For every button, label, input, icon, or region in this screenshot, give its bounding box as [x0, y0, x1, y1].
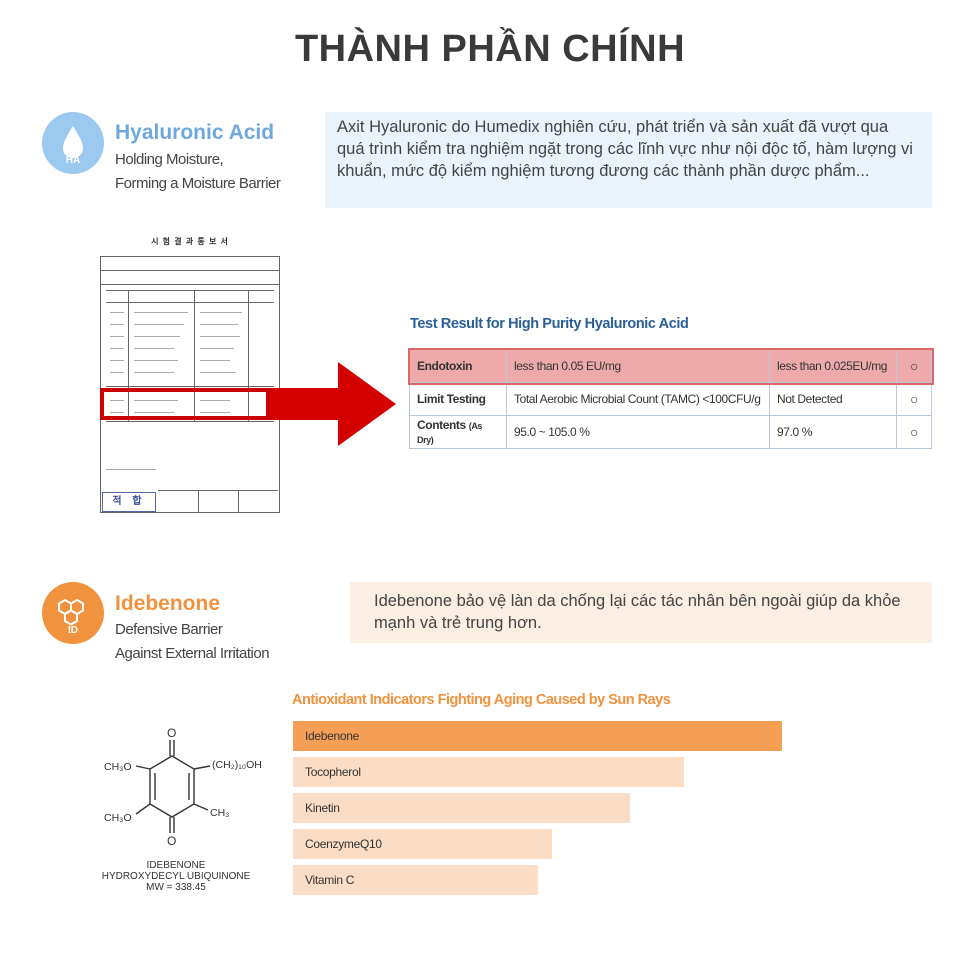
hexagon-molecule-icon: [58, 598, 84, 626]
approval-stamp: 적 합: [102, 492, 156, 512]
idebenone-structure: O O CH₃O CH₃O (CH₂)₁₀OH CH₃ IDEBENONE HY…: [96, 726, 262, 901]
row-result: less than 0.025EU/mg: [769, 349, 897, 383]
idebenone-name: Idebenone: [115, 592, 221, 615]
side-chain: (CH₂)₁₀OH: [212, 759, 262, 771]
caption-molecular-weight: MW = 338.45: [146, 882, 206, 893]
idebenone-badge-tag: ID: [68, 625, 78, 636]
chart-bar-coenzymeq10: CoenzymeQ10: [293, 829, 552, 859]
row-pass-mark: ○: [896, 415, 932, 449]
row-item: Contents: [417, 418, 466, 432]
row-pass-mark: ○: [896, 349, 932, 383]
oxygen-top: O: [167, 726, 177, 740]
row-result: Not Detected: [769, 382, 897, 416]
red-arrow-icon: [270, 362, 396, 446]
idebenone-subtitle-1: Defensive Barrier: [115, 621, 223, 638]
table-row: Limit Testing Total Aerobic Microbial Co…: [409, 382, 932, 416]
hyaluronic-subtitle-1: Holding Moisture,: [115, 151, 224, 168]
hyaluronic-badge-tag: HA: [65, 155, 81, 166]
table-row: Contents (As Dry) 95.0 ~ 105.0 % 97.0 % …: [409, 415, 932, 449]
idebenone-badge: ID: [42, 582, 104, 644]
hyaluronic-name: Hyaluronic Acid: [115, 121, 275, 144]
benzoquinone-ring-diagram: [135, 740, 211, 833]
idebenone-subtitle-2: Against External Irritation: [115, 645, 270, 662]
oxygen-bottom: O: [167, 834, 177, 848]
chart-bar-idebenone: Idebenone: [293, 721, 782, 751]
document-frame: [100, 256, 280, 513]
caption-full-name: HYDROXYDECYL UBIQUINONE: [101, 871, 251, 882]
test-report-document: 시 험 결 과 통 보 서 적 합: [98, 236, 282, 526]
row-pass-mark: ○: [896, 382, 932, 416]
chart-bar-label: Idebenone: [305, 729, 360, 743]
idebenone-description: Idebenone bảo vệ làn da chống lại các tá…: [350, 582, 932, 643]
chart-title: Antioxidant Indicators Fighting Aging Ca…: [292, 692, 671, 708]
chart-bar-label: CoenzymeQ10: [305, 837, 382, 851]
chart-bar-kinetin: Kinetin: [293, 793, 630, 823]
hyaluronic-badge: HA: [42, 112, 104, 174]
row-spec: 95.0 ~ 105.0 %: [506, 415, 770, 449]
methoxy-top: CH₃O: [104, 761, 132, 773]
page-title: THÀNH PHẦN CHÍNH: [294, 28, 686, 70]
document-highlight-box: [100, 388, 270, 420]
caption-name: IDEBENONE: [146, 860, 206, 871]
row-item: Limit Testing: [409, 382, 507, 416]
methoxy-bottom: CH₃O: [104, 812, 132, 824]
table-row: Endotoxin less than 0.05 EU/mg less than…: [407, 347, 934, 385]
row-item-note: (As Dry): [417, 421, 483, 445]
hyaluronic-subtitle-2: Forming a Moisture Barrier: [115, 175, 281, 192]
water-drop-icon: [63, 126, 83, 158]
chart-bar-label: Tocopherol: [305, 765, 361, 779]
row-item-cell: Contents (As Dry): [409, 415, 507, 449]
test-result-title: Test Result for High Purity Hyaluronic A…: [410, 316, 689, 332]
chart-bar-tocopherol: Tocopherol: [293, 757, 684, 787]
methyl-group: CH₃: [210, 807, 230, 819]
row-spec: Total Aerobic Microbial Count (TAMC) <10…: [506, 382, 770, 416]
test-result-table: Endotoxin less than 0.05 EU/mg less than…: [407, 347, 934, 449]
structure-caption: IDEBENONE HYDROXYDECYL UBIQUINONE MW = 3…: [96, 860, 256, 893]
chart-bar-vitamin-c: Vitamin C: [293, 865, 538, 895]
row-item: Endotoxin: [409, 349, 507, 383]
chart-bar-label: Vitamin C: [305, 873, 355, 887]
document-heading: 시 험 결 과 통 보 서: [151, 237, 229, 246]
chart-bar-label: Kinetin: [305, 801, 340, 815]
row-spec: less than 0.05 EU/mg: [506, 349, 770, 383]
row-result: 97.0 %: [769, 415, 897, 449]
hyaluronic-description: Axit Hyaluronic do Humedix nghiên cứu, p…: [325, 112, 932, 208]
